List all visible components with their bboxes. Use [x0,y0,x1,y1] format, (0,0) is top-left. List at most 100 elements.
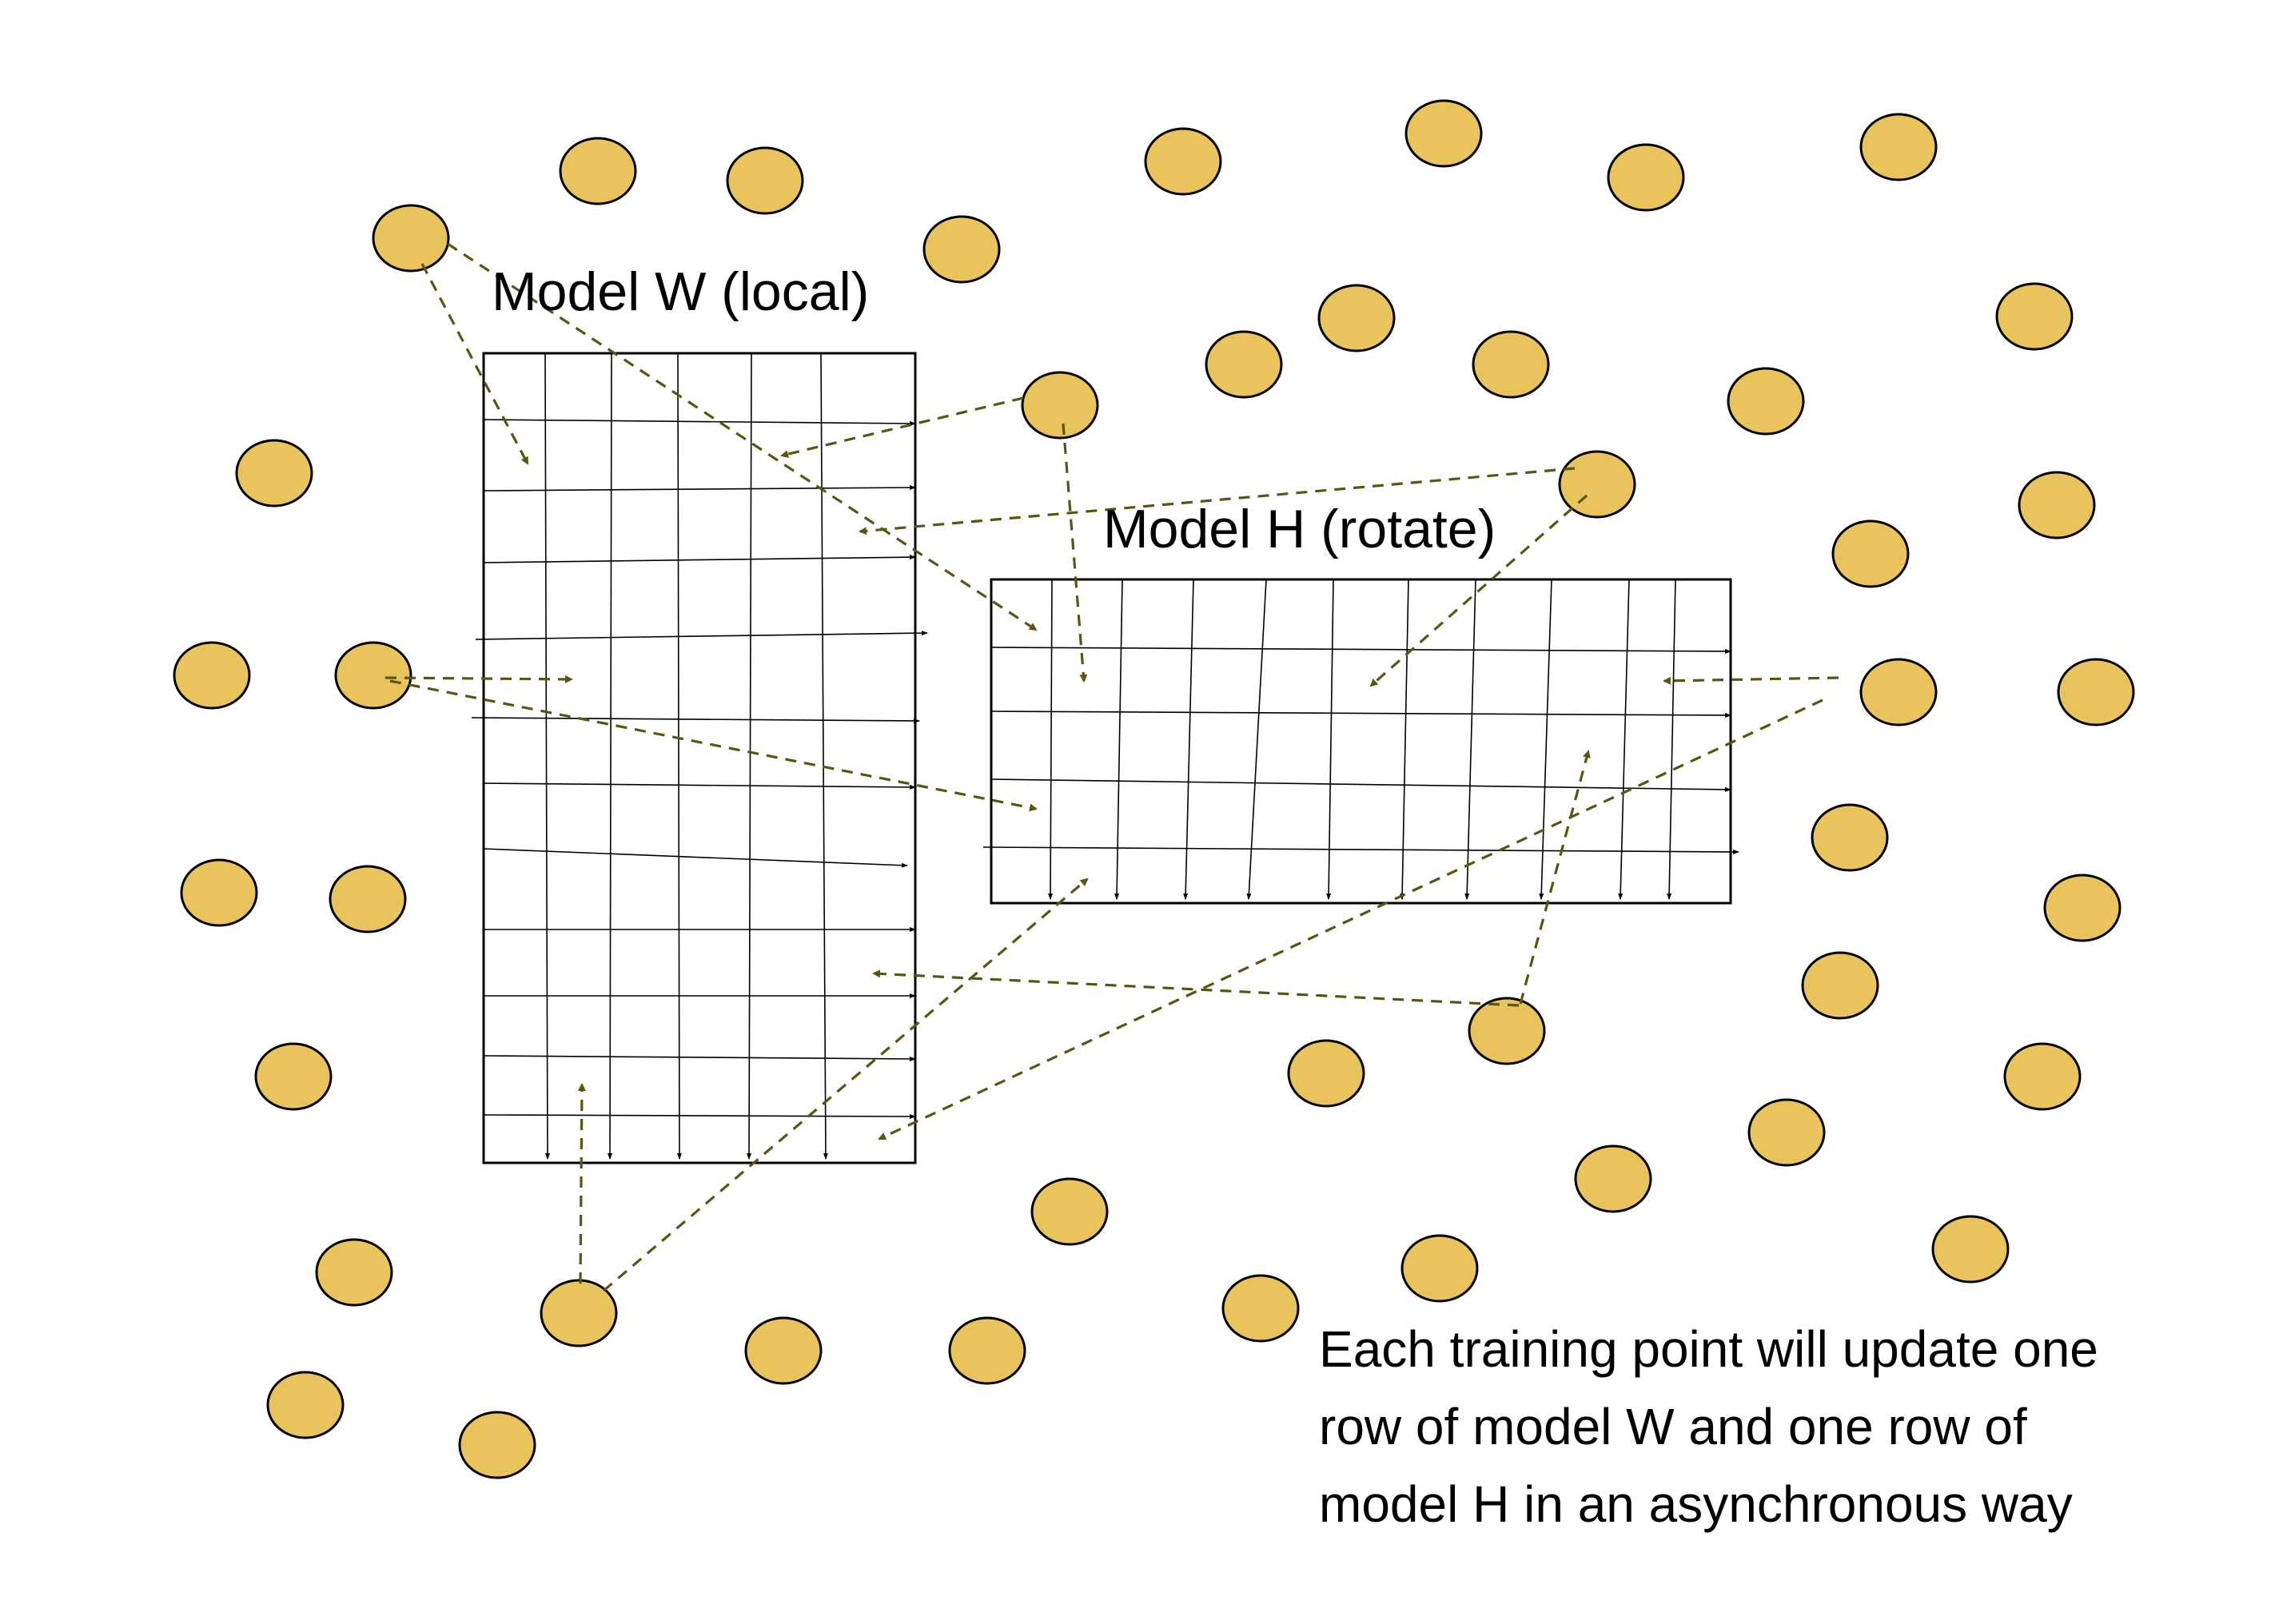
model-w-column-line [747,352,752,1160]
model-w-row-line [483,485,916,492]
caption-line-3: model H in an asynchronous way [1319,1475,2073,1533]
model-h-column-line [1326,579,1334,900]
model-h-row-line [990,710,1731,718]
training-point [1811,803,1889,872]
model-w-column-line [820,352,828,1160]
training-point [1995,282,2074,351]
training-points [173,99,2135,1479]
model-h-column-line [1464,579,1476,900]
training-point [266,1371,345,1439]
training-point [559,137,637,205]
model-h-column-line [1539,579,1552,900]
model-w-row-line [483,555,916,563]
update-arrow [878,699,1823,1140]
update-arrow [447,242,1038,631]
training-point [1831,519,1910,588]
training-point [372,204,450,273]
model-h-column-line [1246,579,1267,900]
training-point [1287,1039,1365,1108]
model-h-column-line [1048,579,1054,900]
update-arrow [602,878,1089,1292]
model-w-row-line [483,848,908,868]
model-w-row-line [483,1113,916,1119]
training-point [1558,450,1636,519]
training-point [948,1316,1026,1385]
training-point [1859,113,1938,181]
training-point [726,146,804,215]
training-point [1727,367,1805,436]
caption-line-1: Each training point will update one [1319,1320,2098,1378]
model-h-grid [982,579,1739,900]
training-point [2003,1042,2082,1111]
training-point [1801,951,1879,1020]
model-h-matrix [982,578,1739,905]
training-point [1607,143,1685,212]
update-arrow [1663,676,1839,685]
model-h-column-line [1114,579,1123,900]
training-point [1144,127,1222,196]
model-h-column-line [1667,579,1676,900]
model-w-row-line [475,631,928,640]
training-point [1931,1215,2010,1284]
model-h-row-line [990,647,1731,654]
update-arrows [384,242,1839,1292]
model-h-row-line [982,846,1739,854]
update-arrow [872,969,1520,1007]
update-arrow [1369,494,1588,687]
model-w-column-line [676,352,682,1160]
model-w-grid [471,352,928,1160]
update-arrow [859,467,1576,535]
training-point [2043,874,2122,942]
training-point [458,1411,536,1479]
model-h-box [990,578,1732,905]
caption-line-2: row of model W and one row of [1319,1398,2027,1455]
update-arrow [389,679,1038,812]
training-point [2018,471,2096,539]
training-point [329,865,407,933]
model-w-column-line [544,352,550,1160]
caption: Each training point will update one row … [1319,1320,2098,1533]
training-point [1574,1144,1652,1213]
model-h-label: Model H (rotate) [1103,499,1496,559]
model-w-row-line [483,1055,916,1061]
training-point [1472,330,1550,399]
training-point [1468,997,1546,1065]
training-point [254,1042,333,1111]
training-point [540,1279,618,1347]
model-h-column-line [1183,579,1194,900]
model-w-label: Model W (local) [492,261,869,322]
model-h-column-line [1618,579,1630,900]
update-arrow [384,675,573,683]
training-point [1317,284,1396,352]
training-point [180,858,258,927]
training-point [1205,330,1283,399]
training-point [235,439,313,508]
training-point [1859,658,1938,726]
training-point [1404,99,1483,168]
model-w-row-line [471,717,920,723]
training-point [1747,1098,1826,1167]
model-w-column-line [608,352,613,1160]
training-point [1021,371,1099,440]
training-point [1400,1234,1479,1303]
training-point [744,1316,823,1385]
model-w-row-line [483,419,916,426]
training-point [173,641,251,710]
training-point [2057,658,2135,726]
training-point [1221,1274,1300,1343]
model-w-matrix [471,352,928,1164]
update-arrow [780,396,1024,459]
training-point [315,1238,393,1307]
update-arrow [1519,750,1591,1005]
training-point [922,215,1001,284]
training-point [334,641,412,710]
update-arrow [1062,423,1088,683]
model-h-row-line [990,778,1731,792]
training-point [1030,1177,1109,1246]
model-h-column-line [1400,579,1409,900]
update-arrow [577,1083,586,1284]
model-w-box [482,352,917,1164]
model-w-row-line [483,782,916,790]
